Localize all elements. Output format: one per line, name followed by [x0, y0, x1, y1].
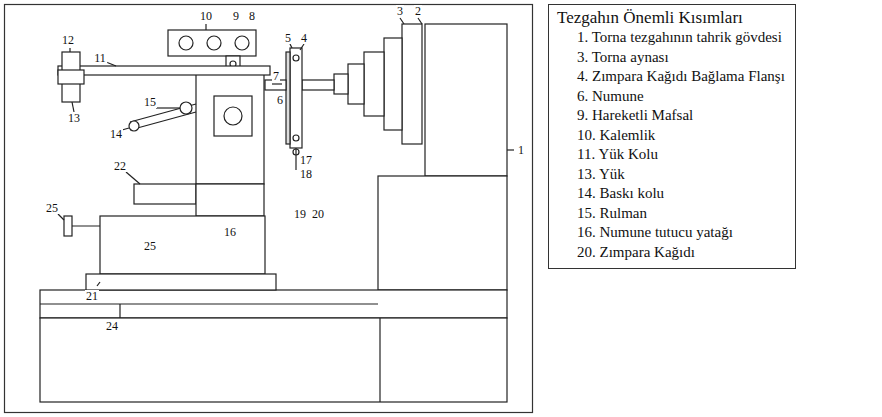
list-heading: Tezgahın Önemli Kısımları [557, 7, 785, 28]
callout-number: 11 [93, 52, 107, 64]
list-item: 10. Kalemlik [557, 126, 785, 146]
callout-number: 8 [248, 10, 256, 22]
list-item: 4. Zımpara Kağıdı Bağlama Flanşı [557, 67, 785, 87]
parts-list-box: Tezgahın Önemli Kısımları1. Torna tezgah… [548, 4, 796, 269]
callout-number: 7 [272, 70, 280, 82]
list-item: 20. Zımpara Kağıdı [557, 243, 785, 263]
callout-number: 18 [299, 168, 313, 180]
callout-number: 1 [517, 144, 525, 156]
callout-number: 9 [232, 10, 240, 22]
callout-number: 13 [67, 112, 81, 124]
list-item: 15. Rulman [557, 204, 785, 224]
list-item: 11. Yük Kolu [557, 145, 785, 165]
callout-number: 21 [85, 290, 99, 302]
callout-number: 25 [143, 240, 157, 252]
callout-number: 2 [414, 5, 422, 17]
list-item: 16. Numune tutucu yatağı [557, 223, 785, 243]
callout-number: 22 [113, 160, 127, 172]
callout-number: 6 [276, 94, 284, 106]
callout-number: 14 [109, 128, 123, 140]
callout-number: 24 [105, 320, 119, 332]
list-item: 9. Hareketli Mafsal [557, 106, 785, 126]
callout-number: 20 [311, 208, 325, 220]
callout-number: 25 [45, 202, 59, 214]
callout-number: 3 [396, 5, 404, 17]
callout-number: 12 [61, 34, 75, 46]
callout-number: 4 [300, 32, 308, 44]
list-item: 13. Yük [557, 165, 785, 185]
callout-number: 5 [284, 32, 292, 44]
list-item: 14. Baskı kolu [557, 184, 785, 204]
callout-number: 19 [293, 208, 307, 220]
list-item: 6. Numune [557, 87, 785, 107]
list-item: 3. Torna aynası [557, 48, 785, 68]
callout-number: 15 [143, 96, 157, 108]
callout-number: 16 [223, 226, 237, 238]
callout-number: 17 [299, 154, 313, 166]
list-item: 1. Torna tezgahının tahrik gövdesi [557, 28, 785, 48]
callout-number: 10 [199, 10, 213, 22]
